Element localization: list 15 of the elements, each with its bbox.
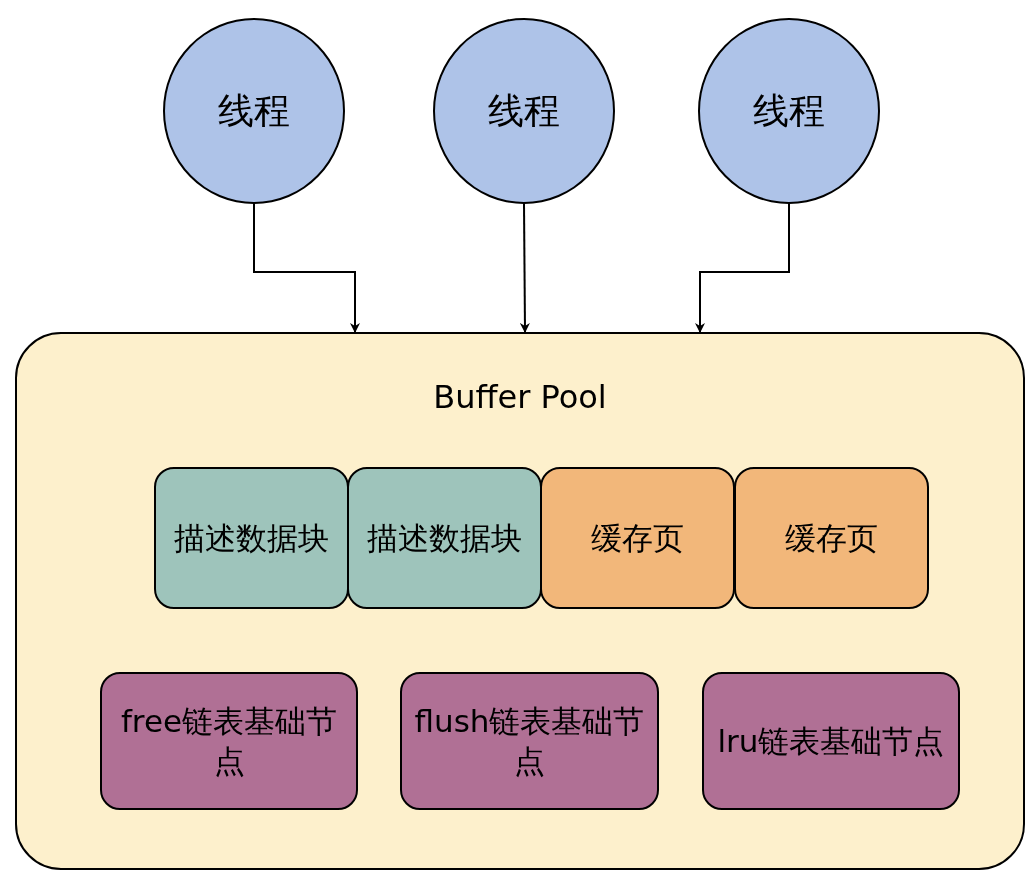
descriptor-block: 描述数据块	[154, 467, 349, 609]
list-node-box: free链表基础节点	[100, 672, 358, 810]
arrow	[695, 203, 790, 333]
descriptor-block: 描述数据块	[347, 467, 542, 609]
buffer-pool-panel	[15, 332, 1025, 870]
list-node-box: lru链表基础节点	[702, 672, 960, 810]
thread-circle: 线程	[698, 18, 880, 204]
thread-circle: 线程	[163, 18, 345, 204]
panel-title: Buffer Pool	[432, 378, 608, 416]
arrow	[519, 203, 530, 333]
arrow	[253, 203, 360, 333]
cache-page-box: 缓存页	[734, 467, 929, 609]
list-node-box: flush链表基础节点	[400, 672, 659, 810]
thread-circle: 线程	[433, 18, 615, 204]
cache-page-box: 缓存页	[540, 467, 735, 609]
